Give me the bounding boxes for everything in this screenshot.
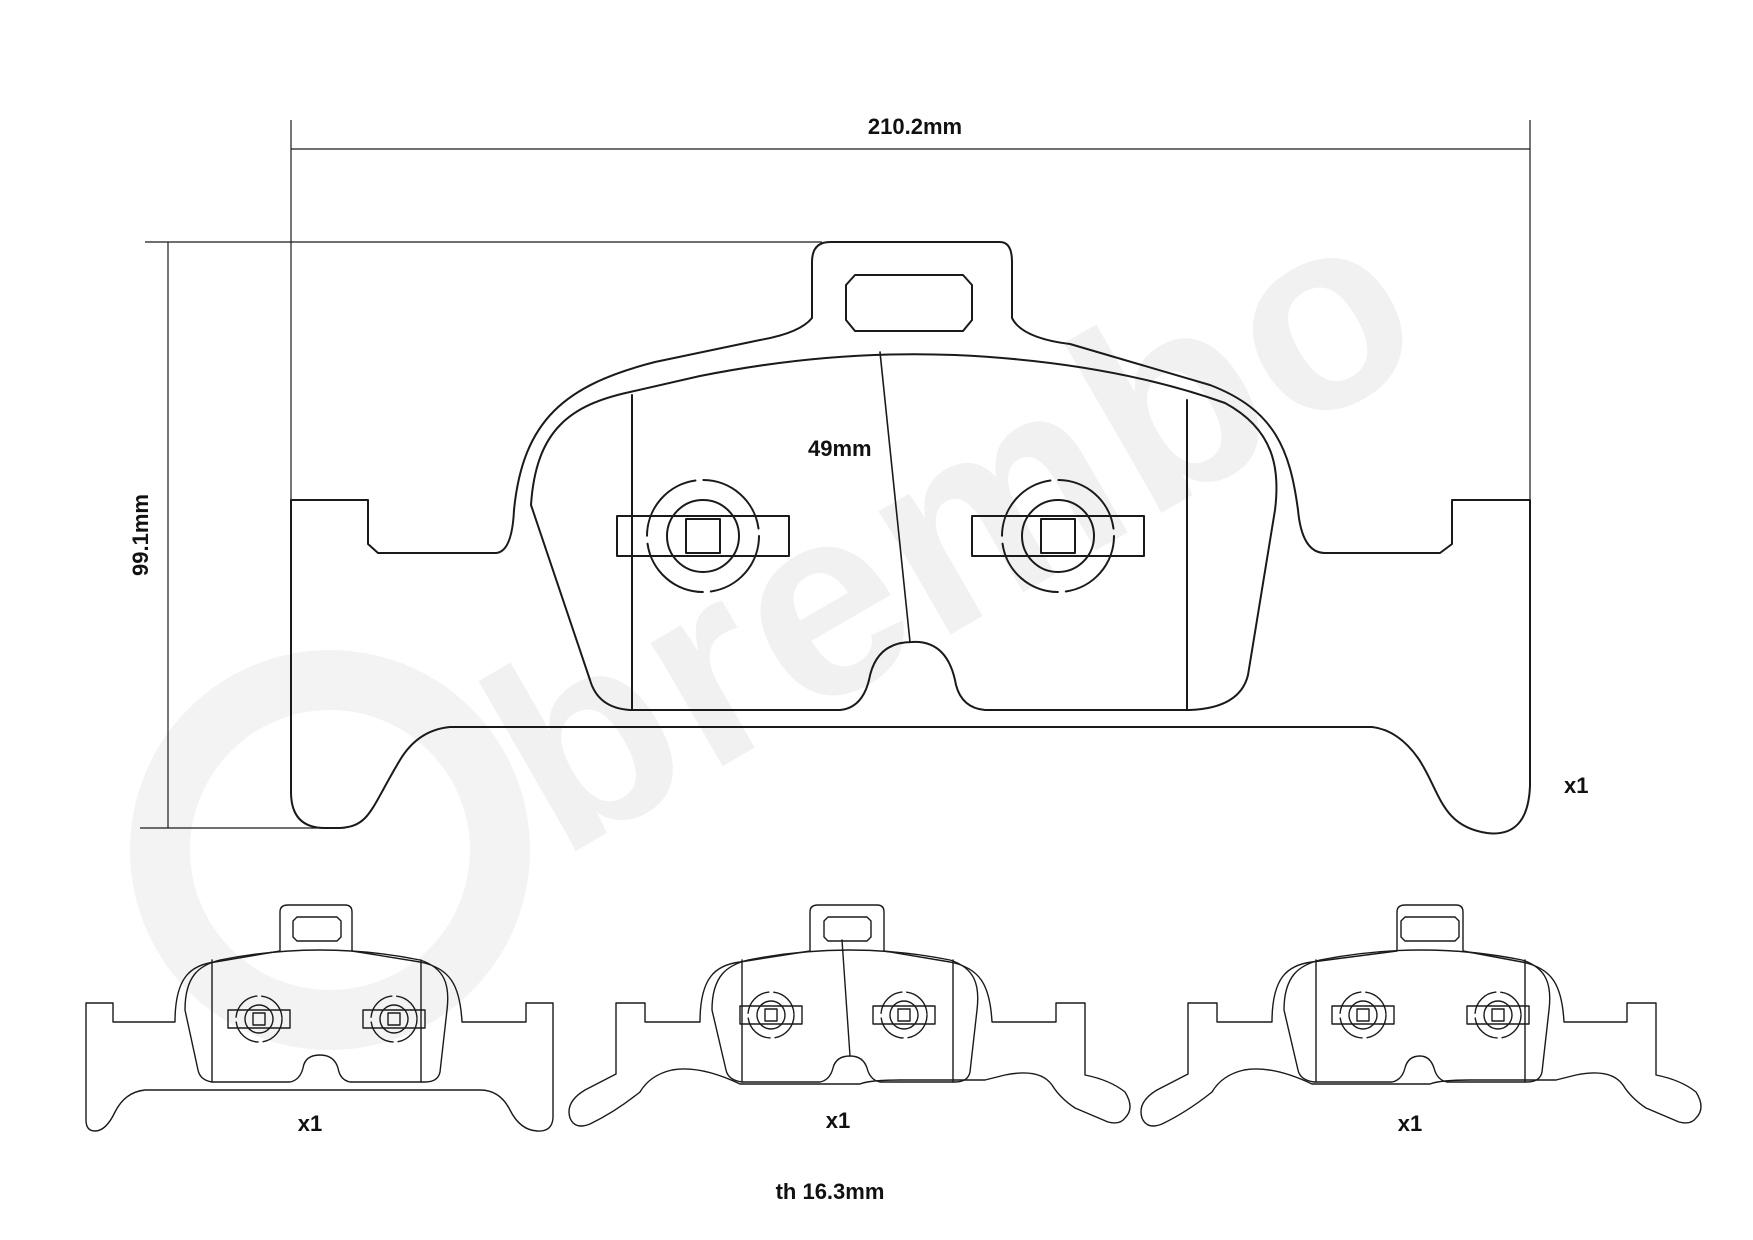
small-pad-1-backing-plate	[85, 904, 554, 1132]
width-label: 210.2mm	[868, 114, 962, 139]
small-brake-pad-2: x1	[568, 904, 1131, 1133]
clip-bracket	[362, 1009, 426, 1029]
clip-ring-outer	[1474, 991, 1522, 1039]
clip-square-hole	[685, 518, 721, 554]
small-pad-1-friction-material	[184, 949, 449, 1083]
clip-square-hole	[1491, 1008, 1505, 1022]
main-friction-material	[530, 353, 1278, 711]
clip-ring-inner	[379, 1004, 409, 1034]
clip-bracket	[227, 1009, 291, 1029]
watermark: brembo	[130, 143, 1468, 1050]
small-pad-2-quantity: x1	[826, 1108, 850, 1133]
clip-bracket	[616, 515, 790, 557]
small-pad-3-clip-right	[1466, 991, 1530, 1039]
main-clip-right	[971, 479, 1145, 593]
thickness-label: 49mm	[808, 436, 872, 461]
clip-ring-inner	[889, 1000, 919, 1030]
pad-thickness-label: th 16.3mm	[776, 1179, 885, 1204]
main-clip-left	[616, 479, 790, 593]
clip-ring-inner	[1348, 1000, 1378, 1030]
clip-ring-outer	[235, 995, 283, 1043]
small-pad-3-quantity: x1	[1398, 1111, 1422, 1136]
clip-ring-outer	[880, 991, 928, 1039]
small-brake-pad-3: x1	[1140, 904, 1702, 1136]
clip-square-hole	[764, 1008, 778, 1022]
small-pad-2-backing-plate	[568, 904, 1131, 1127]
small-brake-pad-1: x1	[85, 904, 554, 1136]
clip-ring-inner	[666, 499, 740, 573]
main-backing-plate	[290, 241, 1531, 835]
main-brake-pad: 49mm x1	[290, 241, 1588, 835]
main-quantity: x1	[1564, 773, 1588, 798]
clip-bracket	[872, 1005, 936, 1025]
clip-ring-inner	[756, 1000, 786, 1030]
small-pad-3-tab-window	[1400, 916, 1460, 942]
small-pad-2-clip-left	[739, 991, 803, 1039]
small-pad-2-friction-material	[711, 949, 979, 1083]
clip-ring-inner	[244, 1004, 274, 1034]
small-pad-2-clip-right	[872, 991, 936, 1039]
clip-bracket	[739, 1005, 803, 1025]
clip-square-hole	[1356, 1008, 1370, 1022]
small-pad-3-friction-material	[1283, 949, 1551, 1083]
clip-bracket	[1331, 1005, 1395, 1025]
small-pad-3-clip-left	[1331, 991, 1395, 1039]
small-pad-1-clip-left	[227, 995, 291, 1043]
small-pad-1-clip-right	[362, 995, 426, 1043]
small-pad-1-quantity: x1	[298, 1111, 322, 1136]
clip-square-hole	[387, 1012, 401, 1026]
thickness-measure-line	[879, 351, 911, 643]
clip-bracket	[1466, 1005, 1530, 1025]
small-pad-2-measure-line	[841, 939, 851, 1057]
clip-bracket	[971, 515, 1145, 557]
clip-ring-outer	[1001, 479, 1115, 593]
clip-square-hole	[252, 1012, 266, 1026]
height-dimension: 99.1mm	[128, 241, 822, 829]
watermark-logo	[130, 650, 530, 1050]
small-pad-3-backing-plate	[1140, 904, 1702, 1127]
clip-ring-outer	[1339, 991, 1387, 1039]
clip-ring-inner	[1483, 1000, 1513, 1030]
clip-square-hole	[1040, 518, 1076, 554]
clip-ring-inner	[1021, 499, 1095, 573]
width-dimension: 210.2mm	[290, 114, 1531, 500]
small-pad-2-tab-window	[823, 916, 872, 942]
height-label: 99.1mm	[128, 494, 153, 576]
clip-square-hole	[897, 1008, 911, 1022]
clip-ring-outer	[370, 995, 418, 1043]
clip-ring-outer	[646, 479, 760, 593]
main-tab-window	[845, 274, 973, 332]
watermark-text: brembo	[439, 143, 1468, 911]
clip-ring-outer	[747, 991, 795, 1039]
small-pad-1-tab-window	[292, 916, 342, 942]
